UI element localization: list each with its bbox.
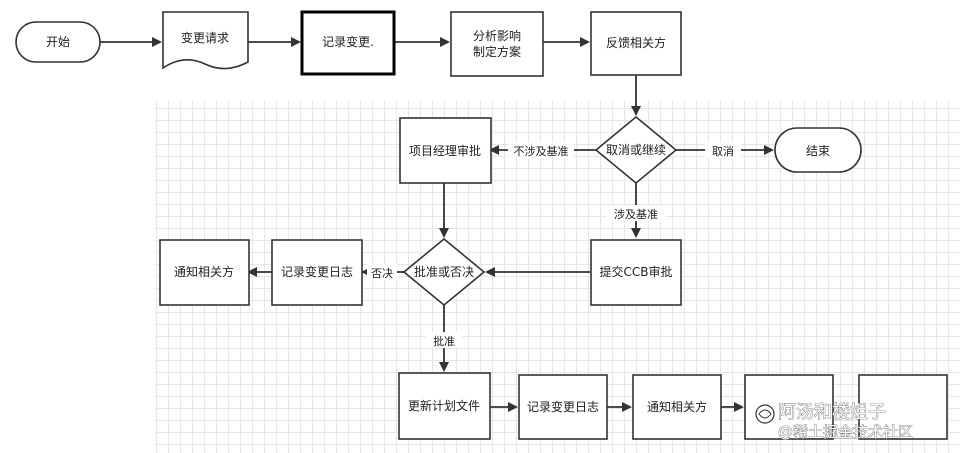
record-change-box (300, 10, 396, 76)
update-plan-label: 更新计划文件 (408, 398, 480, 413)
ccb-submit-label: 提交CCB审批 (600, 264, 673, 279)
change-request-document (162, 11, 249, 70)
left-white-area (0, 100, 155, 453)
notify-approve-box (632, 374, 722, 440)
approve-or-reject-decision (402, 237, 486, 307)
log-change-reject-label: 记录变更日志 (281, 264, 353, 279)
edge-label-reject: 否决 (371, 267, 393, 280)
log-change-reject-box (271, 239, 363, 306)
pm-approval-box (399, 117, 492, 184)
edge-label-cancel: 取消 (712, 144, 734, 158)
log-change-approve-box (518, 374, 608, 440)
analyze-label-line1: 分析影响 (473, 28, 521, 43)
notify-reject-label: 通知相关方 (174, 264, 234, 279)
cancel-or-continue-label: 取消或继续 (606, 143, 666, 157)
approve-or-reject-label: 批准或否决 (414, 264, 474, 279)
change-request-label: 变更请求 (181, 30, 229, 45)
end-label: 结束 (806, 144, 830, 158)
notify-approve-label: 通知相关方 (647, 399, 707, 414)
edge-label-approve: 批准 (433, 334, 455, 348)
record-change-label: 记录变更. (322, 34, 374, 49)
log-change-approve-label: 记录变更日志 (527, 399, 599, 414)
edge-label-baseline: 涉及基准 (614, 207, 658, 221)
update-plan-box (398, 372, 491, 440)
edge-label-not-baseline: 不涉及基准 (514, 144, 569, 158)
watermark-line2: @稀土掘金技术社区 (778, 423, 913, 441)
start-label: 开始 (46, 35, 70, 49)
start-terminator (15, 21, 101, 63)
pm-approval-label: 项目经理审批 (409, 143, 481, 158)
analyze-box (450, 11, 544, 77)
watermark-line1: 阿汤和楼姐子 (778, 402, 886, 423)
cancel-or-continue-decision (594, 115, 678, 185)
end-terminator (774, 127, 862, 173)
feedback-label: 反馈相关方 (606, 35, 666, 50)
feedback-box (590, 11, 682, 76)
hidden-next-box-2 (858, 374, 948, 440)
watermark: 阿汤和楼姐子 @稀土掘金技术社区 (755, 402, 913, 441)
ccb-submit-box (590, 239, 682, 306)
notify-reject-box (159, 239, 250, 306)
analyze-label-line2: 制定方案 (473, 44, 521, 59)
